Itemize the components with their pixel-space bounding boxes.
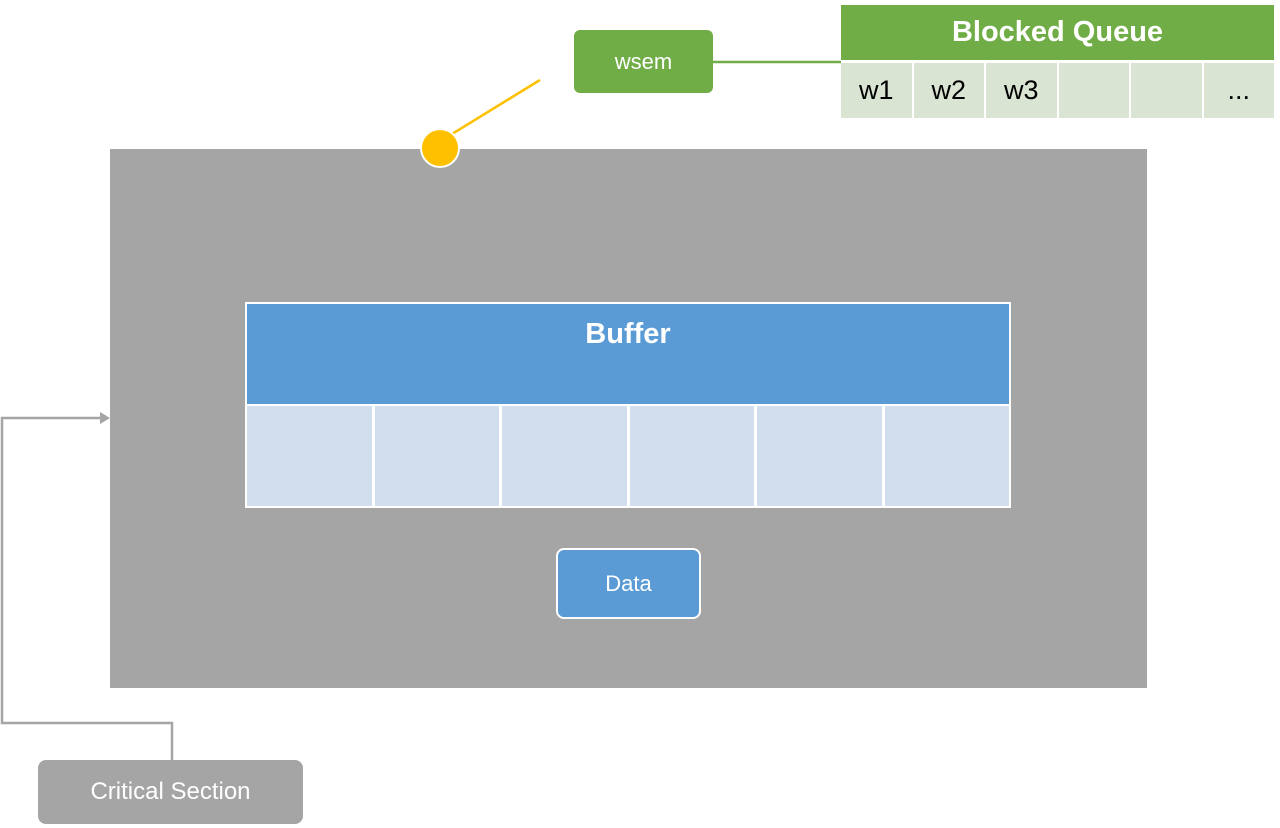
- buffer-slot: [757, 406, 885, 506]
- wsem-semaphore-box: wsem: [574, 30, 713, 93]
- critical-section-text: Critical Section: [90, 778, 251, 805]
- buffer-slot: [629, 406, 757, 506]
- buffer-slot: [247, 406, 375, 506]
- queue-cell: [1058, 63, 1131, 118]
- buffer-title: Buffer: [247, 304, 1009, 404]
- buffer-slots: [247, 406, 1009, 506]
- wsem-label: wsem: [614, 48, 673, 74]
- critical-section-label: Critical Section: [38, 760, 303, 824]
- queue-cell: [1131, 63, 1204, 118]
- data-label: Data: [605, 570, 652, 596]
- pointer-arrowhead-icon: [100, 412, 110, 424]
- queue-cell: w2: [913, 63, 986, 118]
- buffer-slot: [884, 406, 1009, 506]
- buffer-slot: [502, 406, 630, 506]
- semaphore-link-line: [451, 78, 541, 136]
- buffer: Buffer: [245, 302, 1011, 508]
- queue-cell: w1: [841, 63, 914, 118]
- blocked-queue-cells: w1 w2 w3 ...: [841, 60, 1274, 118]
- data-box: Data: [556, 548, 701, 619]
- blocked-queue-title: Blocked Queue: [841, 5, 1274, 60]
- blocked-queue: Blocked Queue w1 w2 w3 ...: [841, 5, 1274, 118]
- queue-cell: w3: [986, 63, 1059, 118]
- buffer-slot: [374, 406, 502, 506]
- queue-cell: ...: [1203, 63, 1274, 118]
- semaphore-lock-dot: [420, 128, 460, 168]
- critical-section-pointer: [0, 416, 174, 760]
